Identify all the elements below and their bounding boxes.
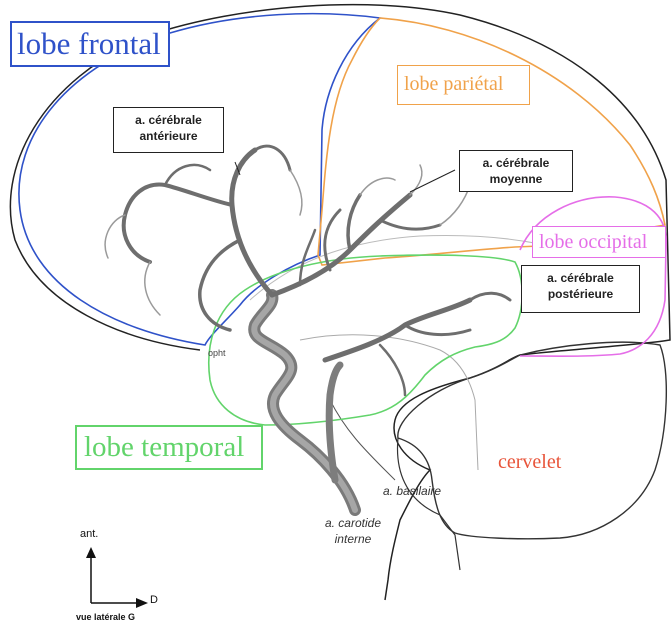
label-ophthalmic-artery: opht	[208, 348, 226, 358]
label-lobe-parietal: lobe pariétal	[397, 65, 530, 105]
right-arrow-icon	[136, 598, 148, 608]
cerebellum-outline	[398, 342, 667, 539]
label-lobe-frontal: lobe frontal	[10, 21, 170, 67]
aca-line-2: antérieure	[114, 128, 223, 144]
view-caption: vue latérale G	[76, 612, 135, 622]
label-anterior-cerebral-artery: a. cérébrale antérieure	[113, 107, 224, 153]
orientation-up-label: ant.	[80, 528, 98, 540]
label-posterior-cerebral-artery: a. cérébrale postérieure	[521, 265, 640, 313]
label-internal-carotid: a. carotide interne	[318, 515, 388, 547]
label-cervelet: cervelet	[498, 451, 561, 474]
acp-line-2: postérieure	[522, 286, 639, 302]
acm-line-1: a. cérébrale	[460, 155, 572, 171]
acm-line-2: moyenne	[460, 171, 572, 187]
aca-line-1: a. cérébrale	[114, 112, 223, 128]
up-arrow-icon	[86, 547, 96, 558]
orientation-right-label: D	[150, 594, 158, 606]
brainstem-outline	[397, 438, 460, 570]
label-lobe-temporal: lobe temporal	[75, 425, 263, 470]
label-basilar-artery: a. basilaire	[383, 484, 441, 498]
acm-pointer	[410, 170, 455, 192]
label-lobe-occipital: lobe occipital	[532, 226, 666, 258]
label-middle-cerebral-artery: a. cérébrale moyenne	[459, 150, 573, 192]
acp-line-1: a. cérébrale	[522, 270, 639, 286]
